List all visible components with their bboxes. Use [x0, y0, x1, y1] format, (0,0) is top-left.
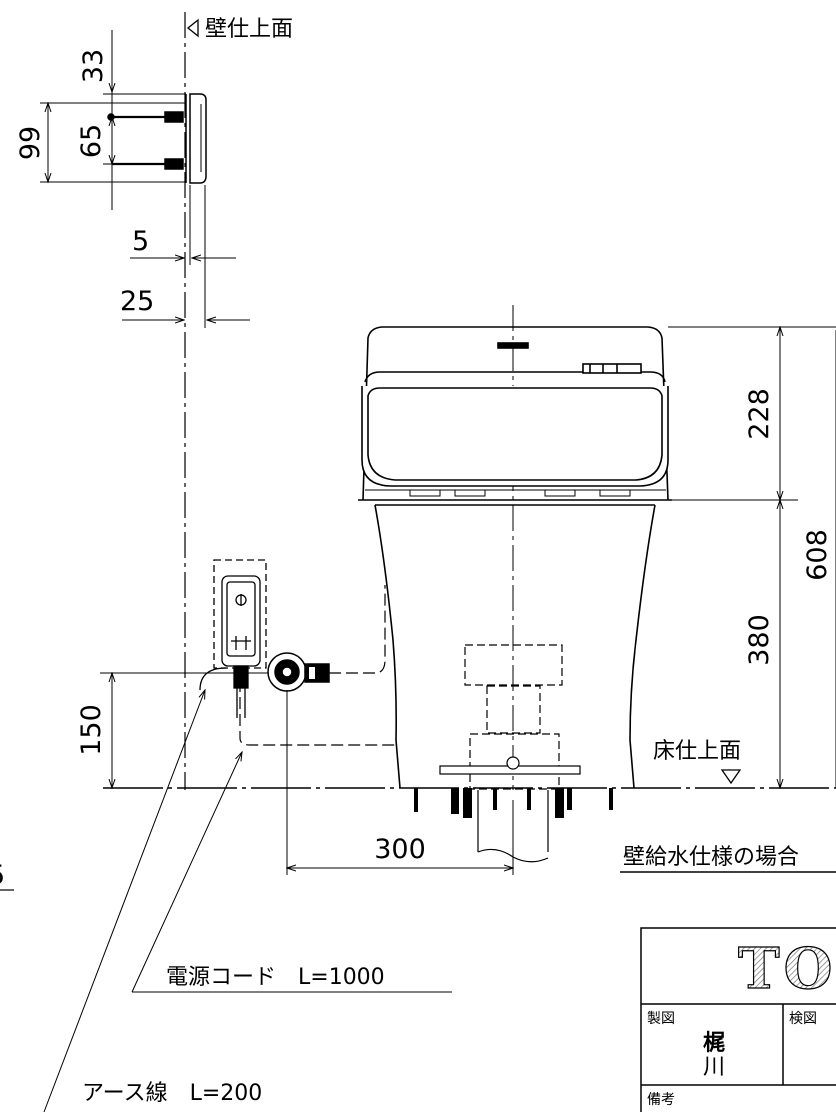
remote-control-side-view: [107, 93, 207, 184]
power-cord-label: 電源コード L=1000: [166, 965, 385, 990]
anchor-bolts: [414, 788, 613, 818]
checked-label: 検図: [789, 1011, 817, 1027]
dim-150: [100, 673, 268, 788]
wall-finish-label: 壁仕上面: [186, 17, 293, 42]
dim-300-label: 300: [374, 834, 426, 865]
dim-25: [122, 185, 250, 328]
drawn-label: 製図: [647, 1011, 675, 1027]
outlet-box: [199, 559, 267, 718]
toilet-body: [374, 504, 656, 789]
wall-finish-text: 壁仕上面: [205, 17, 293, 42]
stop-valve: [267, 652, 330, 692]
dim-5-label: 5: [132, 226, 149, 257]
title-block-logo: TOTO: [738, 936, 836, 1002]
left-edge-mark: 5: [0, 860, 5, 891]
floor-finish-triangle-icon: [720, 769, 742, 785]
dim-65: [103, 117, 165, 210]
dim-99-label: 99: [15, 126, 46, 160]
wall-supply-case-text: 壁給水仕様の場合: [623, 845, 799, 870]
toilet-seat-unit: [358, 326, 672, 501]
dim-33-label: 33: [78, 49, 109, 83]
dim-300: [287, 690, 513, 875]
wall-finish-triangle-icon: [186, 18, 199, 38]
water-supply-line: [239, 585, 396, 746]
dim-33: [103, 30, 186, 117]
leader-lines: [43, 690, 452, 1112]
dim-25-label: 25: [120, 286, 154, 317]
dim-150-label: 150: [76, 704, 107, 756]
drain-flange: [439, 756, 581, 775]
dim-5: [130, 185, 236, 265]
title-block: [640, 927, 836, 1112]
dim-380-label: 380: [744, 614, 775, 666]
floor-finish-text: 床仕上面: [653, 739, 741, 764]
floor-finish-label: 床仕上面: [653, 739, 742, 785]
dim-608-label: 608: [802, 529, 833, 581]
drawer-name-top: 梶: [703, 1031, 725, 1056]
dim-99: [40, 103, 186, 182]
dim-228-label: 228: [744, 388, 775, 440]
remarks-label: 備考: [647, 1092, 675, 1108]
drawer-name-bottom: 川: [703, 1055, 725, 1080]
earth-wire-label: アース線 L=200: [82, 1081, 262, 1106]
dim-65-label: 65: [76, 124, 107, 158]
